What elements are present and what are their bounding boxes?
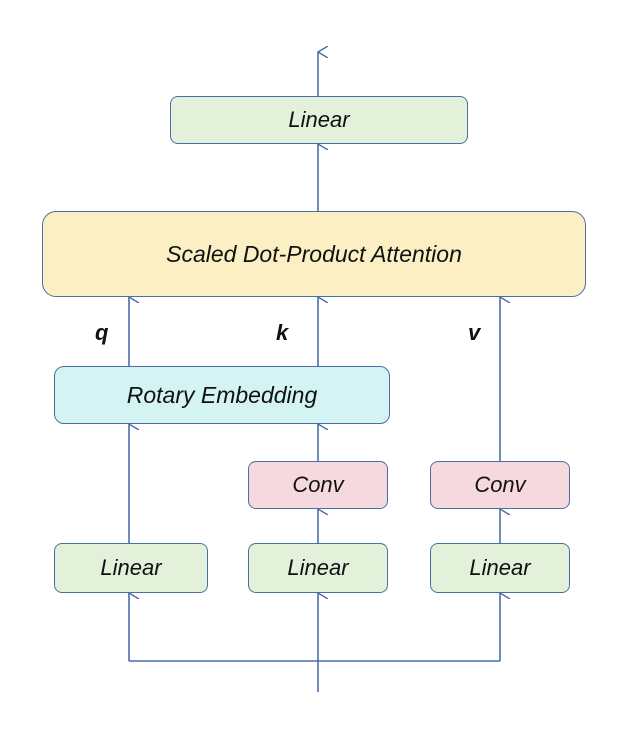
linear-q-box: Linear bbox=[54, 543, 208, 593]
conv-v-box: Conv bbox=[430, 461, 570, 509]
conv-k-box: Conv bbox=[248, 461, 388, 509]
linear-v-label: Linear bbox=[469, 555, 531, 580]
output-linear-label: Linear bbox=[288, 107, 350, 132]
conv-v-label: Conv bbox=[474, 472, 526, 497]
v-label: v bbox=[468, 320, 481, 345]
output-linear-box: Linear bbox=[170, 96, 468, 144]
linear-k-label: Linear bbox=[287, 555, 349, 580]
q-label: q bbox=[95, 320, 109, 345]
rotary-embedding-label: Rotary Embedding bbox=[126, 381, 318, 408]
linear-q-label: Linear bbox=[100, 555, 162, 580]
attention-label: Scaled Dot-Product Attention bbox=[166, 240, 462, 267]
rotary-embedding-box: Rotary Embedding bbox=[54, 366, 390, 424]
linear-v-box: Linear bbox=[430, 543, 570, 593]
k-label: k bbox=[276, 320, 289, 345]
conv-k-label: Conv bbox=[292, 472, 344, 497]
attention-box: Scaled Dot-Product Attention bbox=[42, 211, 586, 297]
linear-k-box: Linear bbox=[248, 543, 388, 593]
